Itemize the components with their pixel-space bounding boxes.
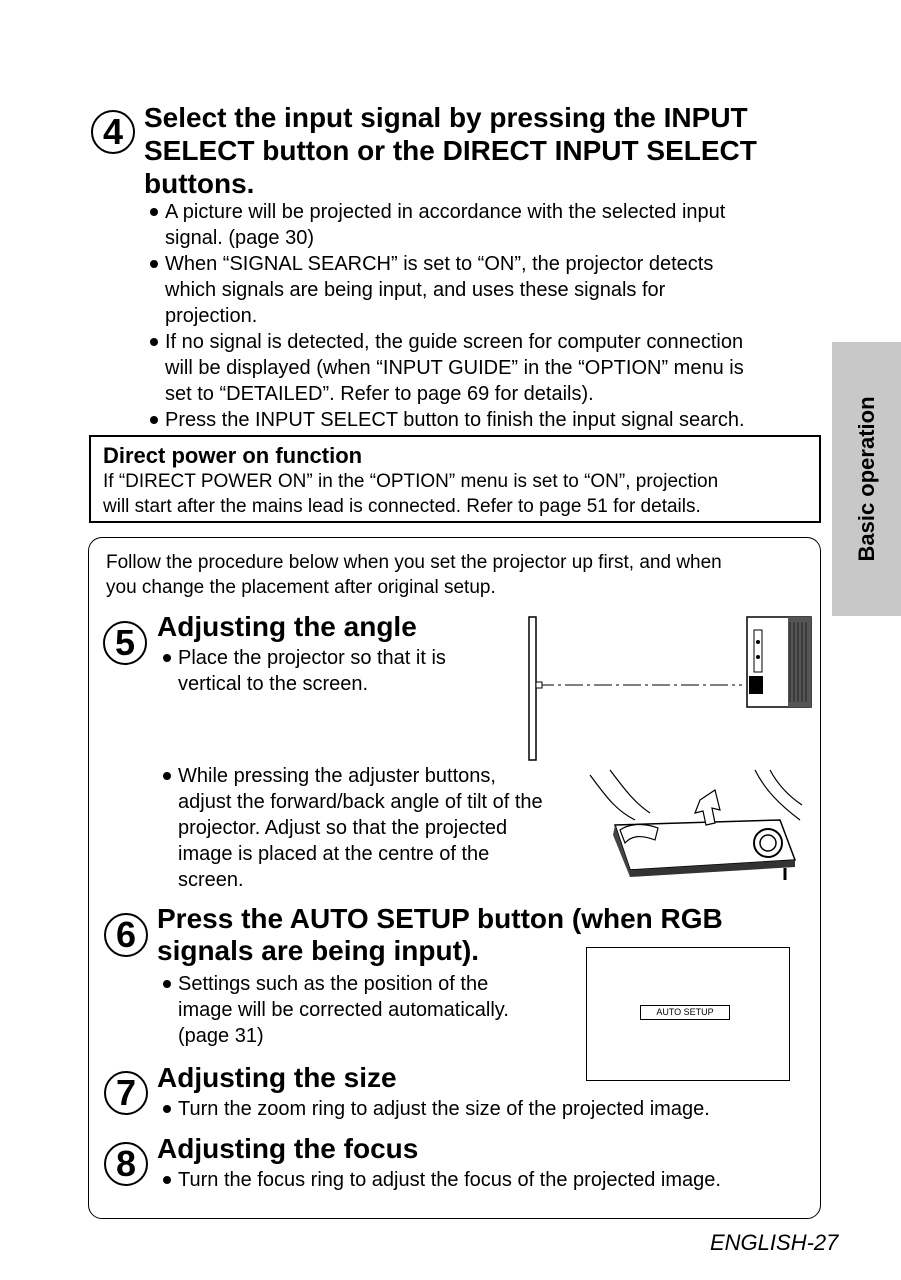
bullet-text: Place the projector so that it is (178, 647, 446, 669)
direct-power-note: Direct power on function If “DIRECT POWE… (89, 435, 821, 523)
bullet-text: signal. (page 30) (165, 227, 314, 249)
setup-intro: Follow the procedure below when you set … (106, 550, 722, 600)
bullet-text: When “SIGNAL SEARCH” is set to “ON”, the… (165, 253, 714, 275)
step-6-title: Press the AUTO SETUP button (when RGB si… (157, 903, 723, 967)
bullet-text: image will be corrected automatically. (178, 999, 509, 1021)
step-4-title-line-1: Select the input signal by pressing the … (144, 102, 748, 133)
tilt-adjust-illustration (589, 769, 803, 880)
step-6-number: 6 (104, 913, 148, 957)
bullet-text: projector. Adjust so that the projected (178, 817, 508, 839)
step-6-title-line-2: signals are being input). (157, 935, 480, 966)
step-4-title-line-2: SELECT button or the DIRECT INPUT SELECT (144, 135, 757, 166)
bullet-text: While pressing the adjuster buttons, (178, 765, 496, 787)
bullet-text: projection. (165, 305, 258, 327)
step-4-bullet-1: A picture will be projected in accordanc… (145, 199, 825, 251)
section-side-tab: Basic operation (832, 342, 901, 616)
bullet-text: A picture will be projected in accordanc… (165, 201, 726, 223)
bullet-text: which signals are being input, and uses … (165, 279, 666, 301)
bullet-text: set to “DETAILED”. Refer to page 69 for … (165, 383, 594, 405)
bullet-text: (page 31) (178, 1025, 264, 1047)
step-4-number: 4 (91, 110, 135, 154)
step-8-number: 8 (104, 1142, 148, 1186)
step-6-bullet: Settings such as the position of the ima… (158, 971, 558, 1049)
bullet-text: will be displayed (when “INPUT GUIDE” in… (165, 357, 744, 379)
step-8-title: Adjusting the focus (157, 1133, 419, 1164)
intro-line-2: you change the placement after original … (106, 577, 496, 598)
intro-line-1: Follow the procedure below when you set … (106, 552, 722, 573)
step-5-number: 5 (103, 621, 147, 665)
step-4-bullet-3: If no signal is detected, the guide scre… (145, 329, 825, 407)
bullet-text: Turn the focus ring to adjust the focus … (178, 1169, 721, 1191)
step-4-bullets: A picture will be projected in accordanc… (145, 199, 825, 433)
auto-setup-screen-illustration (586, 947, 790, 1081)
direct-power-line-1: If “DIRECT POWER ON” in the “OPTION” men… (103, 471, 719, 492)
setup-procedure-box (88, 537, 821, 1219)
bullet-text: Settings such as the position of the (178, 973, 489, 995)
direct-power-title: Direct power on function (103, 443, 363, 468)
step-4-title-line-3: buttons. (144, 168, 255, 199)
step-4-bullet-4: Press the INPUT SELECT button to finish … (145, 407, 825, 433)
step-4-bullet-2: When “SIGNAL SEARCH” is set to “ON”, the… (145, 251, 825, 329)
step-5-bullet-2: While pressing the adjuster buttons, adj… (158, 763, 578, 893)
step-8-bullet: Turn the focus ring to adjust the focus … (158, 1167, 721, 1193)
step-7-bullet: Turn the zoom ring to adjust the size of… (158, 1096, 710, 1122)
step-4-title: Select the input signal by pressing the … (144, 101, 757, 200)
bullet-text: adjust the forward/back angle of tilt of… (178, 791, 543, 813)
step-7-title: Adjusting the size (157, 1062, 397, 1093)
step-5-title: Adjusting the angle (157, 611, 417, 642)
auto-setup-label: AUTO SETUP (640, 1005, 730, 1020)
step-5-bullet-1: Place the projector so that it is vertic… (158, 645, 508, 697)
side-tab-label: Basic operation (853, 396, 879, 562)
page-footer: ENGLISH-27 (710, 1230, 839, 1255)
bullet-text: vertical to the screen. (178, 673, 369, 695)
bullet-text: Press the INPUT SELECT button to finish … (165, 409, 745, 431)
direct-power-line-2: will start after the mains lead is conne… (103, 496, 701, 517)
step-7-number: 7 (104, 1071, 148, 1115)
bullet-text: Turn the zoom ring to adjust the size of… (178, 1098, 710, 1120)
bullet-text: If no signal is detected, the guide scre… (165, 331, 744, 353)
bullet-text: screen. (178, 869, 244, 891)
bullet-text: image is placed at the centre of the (178, 843, 490, 865)
step-6-title-line-1: Press the AUTO SETUP button (when RGB (157, 903, 723, 934)
projector-angle-illustration (528, 616, 812, 761)
